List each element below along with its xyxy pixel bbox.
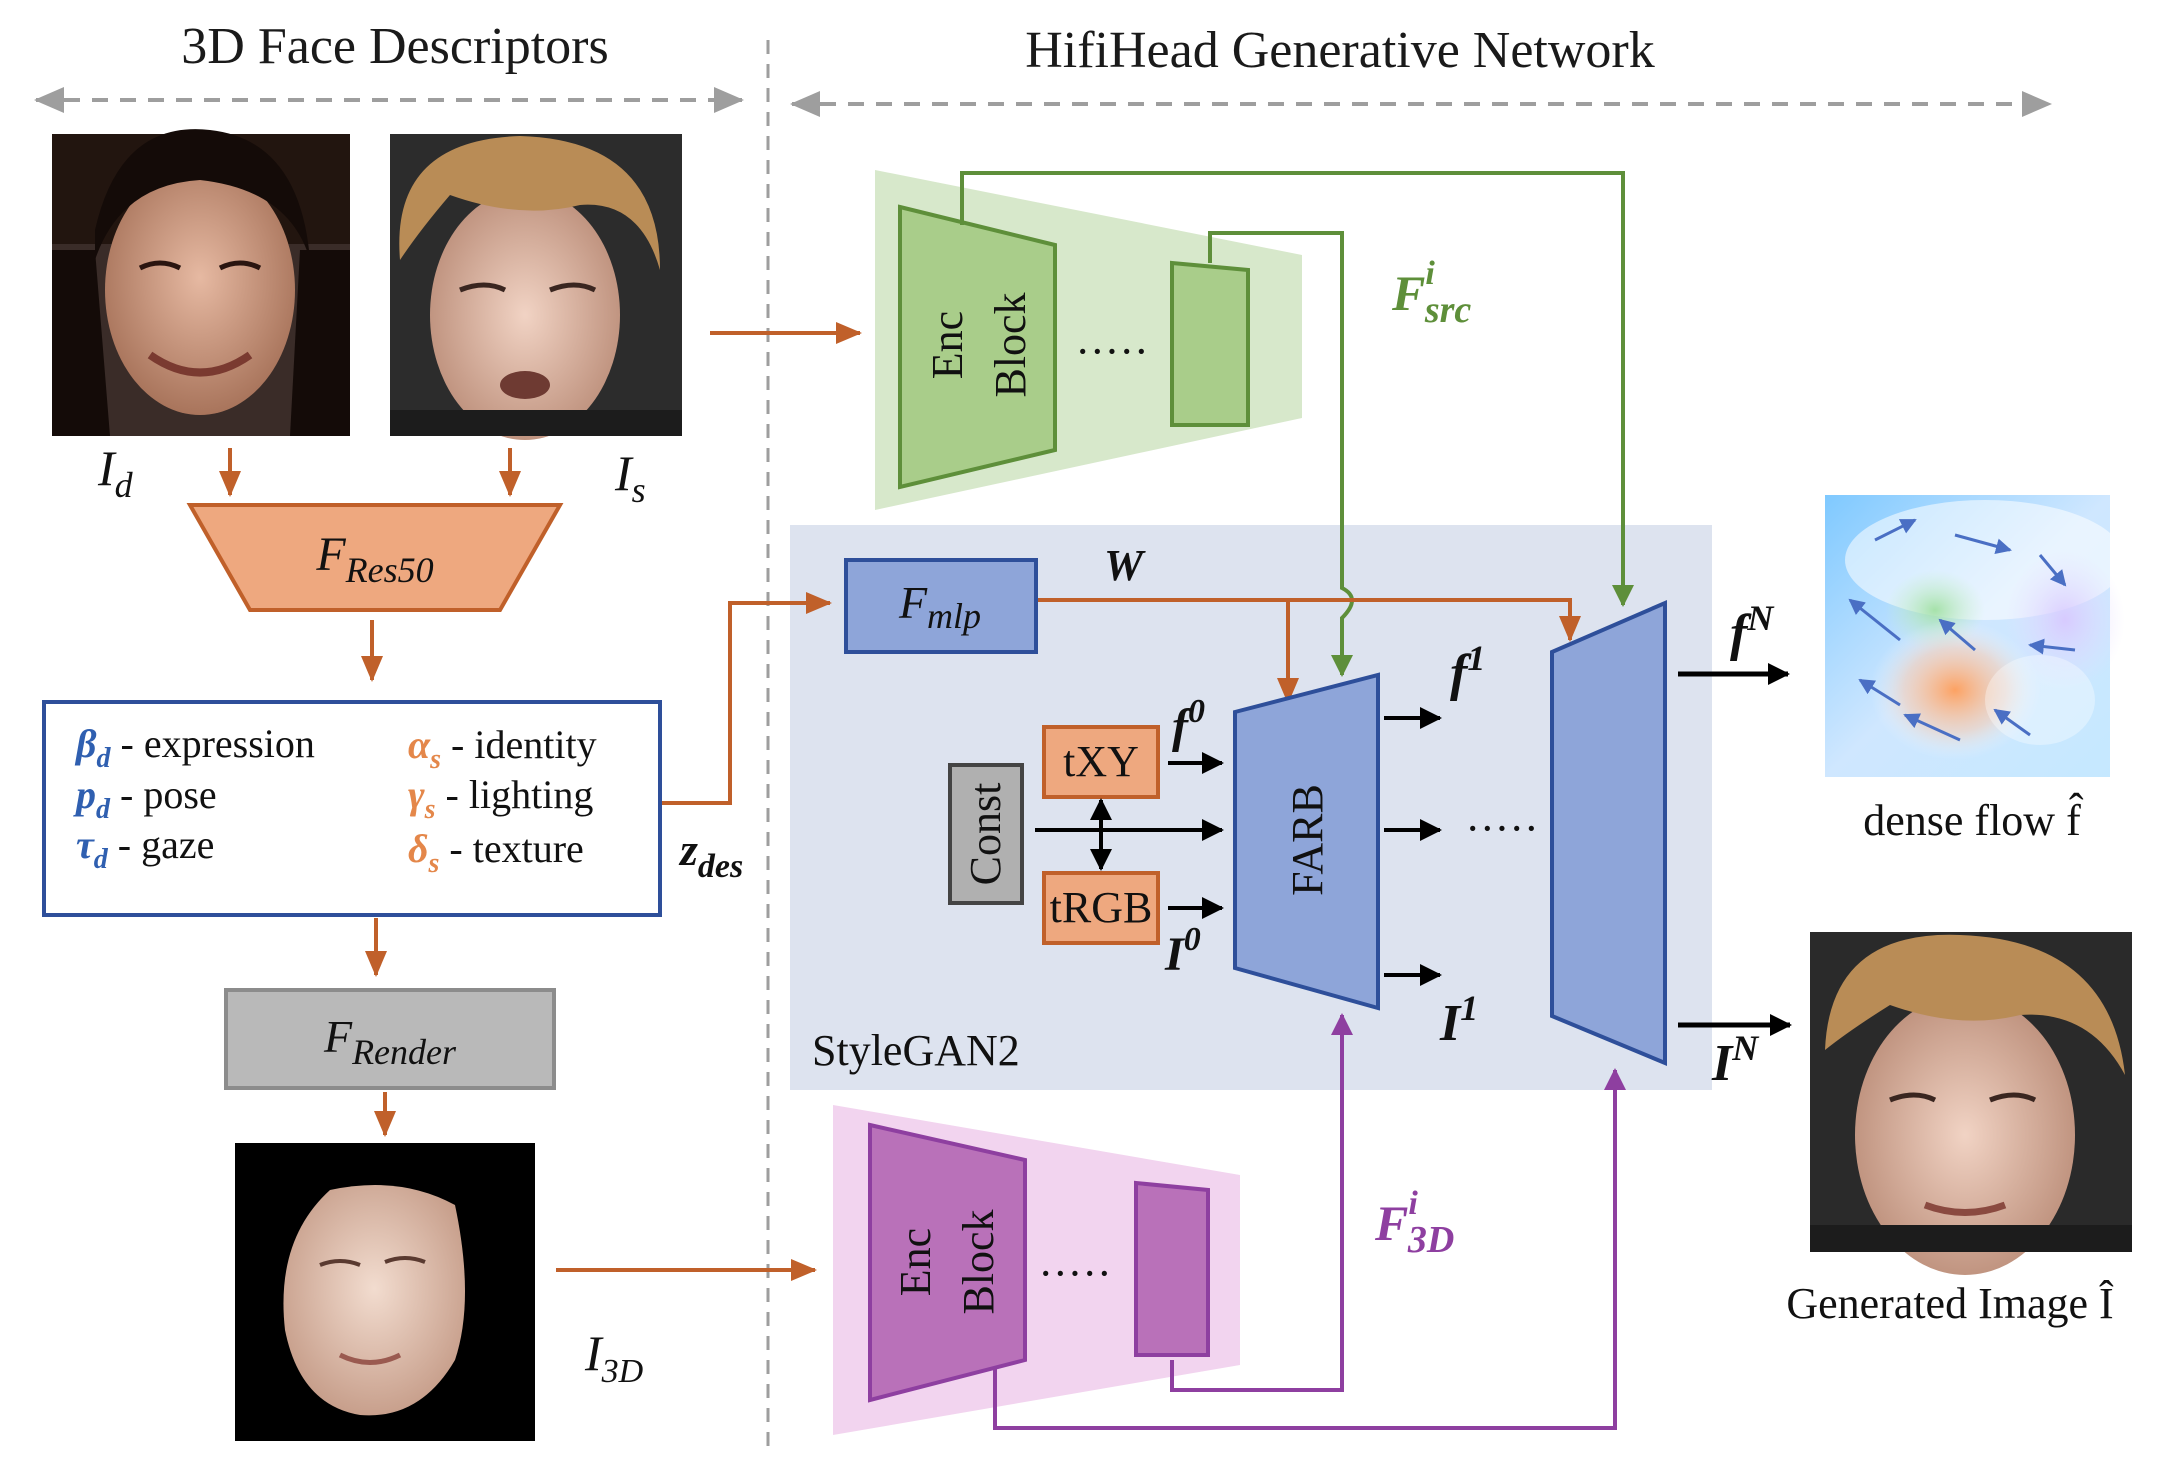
svg-text:Block: Block: [954, 1209, 1003, 1314]
enc-block-top: Enc Block: [898, 204, 1057, 490]
green-skip-1: [960, 171, 1634, 607]
source-image-label: Is: [614, 445, 646, 510]
svg-text:αs - identity: αs - identity: [408, 722, 597, 775]
svg-text:Is: Is: [614, 445, 646, 510]
svg-text:f0: f0: [1172, 693, 1205, 753]
stylegan-final-block: [1550, 599, 1667, 1066]
svg-text:f1: f1: [1450, 638, 1485, 702]
svg-text:τd - gaze: τd - gaze: [76, 822, 214, 875]
svg-text:tXY: tXY: [1063, 737, 1139, 786]
generated-image: [1810, 932, 2132, 1275]
svg-text:Fmlp: Fmlp: [898, 577, 981, 636]
farb-block: FARB: [1233, 672, 1380, 1011]
descriptor-right-0: αs - identity: [408, 722, 597, 775]
svg-text:γs - lighting: γs - lighting: [408, 772, 593, 825]
svg-text:I0: I0: [1164, 921, 1201, 981]
enc-block-bottom: Enc Block: [868, 1122, 1027, 1403]
svg-text:FRender: FRender: [323, 1011, 457, 1072]
right-section-title: HifiHead Generative Network: [1025, 22, 1655, 79]
svg-text:δs - texture: δs - texture: [408, 826, 584, 879]
enc-top-small-block: [1170, 260, 1250, 427]
svg-text:I3D: I3D: [584, 1325, 644, 1390]
f1-label: f1: [1450, 638, 1485, 702]
svg-text:FARB: FARB: [1283, 784, 1332, 896]
svg-text:zdes: zdes: [678, 824, 743, 885]
i1-label: I1: [1439, 988, 1478, 1052]
i3d-label: I3D: [584, 1325, 644, 1390]
source-image: [390, 134, 682, 440]
res50-encoder: FRes50: [186, 503, 564, 612]
enc-top-dots: ·····: [1075, 327, 1148, 376]
left-section-title: 3D Face Descriptors: [181, 18, 608, 75]
svg-text:FRes50: FRes50: [315, 528, 433, 590]
driving-image: [52, 129, 350, 436]
fN-label: fN: [1730, 598, 1775, 662]
dense-flow-image: [1825, 495, 2125, 777]
descriptor-left-2: τd - gaze: [76, 822, 214, 875]
svg-text:pd - pose: pd - pose: [73, 772, 217, 825]
svg-text:fN: fN: [1730, 598, 1775, 662]
enc-bottom-dots: ·····: [1038, 1249, 1111, 1298]
dense-flow-label: dense flow f̂: [1863, 793, 2083, 845]
rendered-3d-face: [235, 1143, 535, 1441]
f0-label: f0: [1172, 693, 1205, 753]
svg-text:Id: Id: [97, 440, 134, 505]
svg-text:Block: Block: [986, 292, 1035, 397]
iN-label: IN: [1711, 1028, 1760, 1092]
purple-skip-2: [993, 1068, 1626, 1430]
svg-text:Enc: Enc: [923, 311, 972, 379]
arrow-zdes-to-mlp: [662, 592, 832, 805]
driving-image-label: Id: [97, 440, 134, 505]
svg-text:βd - expression: βd - expression: [74, 721, 315, 774]
render-module: FRender: [224, 988, 556, 1090]
stylegan-dots: ·····: [1465, 804, 1538, 853]
i0-label: I0: [1164, 921, 1201, 981]
svg-text:tRGB: tRGB: [1050, 883, 1153, 932]
svg-text:Enc: Enc: [891, 1228, 940, 1296]
descriptor-left-1: pd - pose: [73, 772, 217, 825]
svg-text:Const: Const: [961, 783, 1010, 886]
txy-block: tXY: [1042, 725, 1160, 799]
arrow-w-to-stylegan: [1038, 598, 1581, 642]
trgb-block: tRGB: [1042, 871, 1160, 945]
purple-skip-1: [1170, 1013, 1353, 1392]
svg-text:IN: IN: [1711, 1028, 1760, 1092]
stylegan-label: StyleGAN2: [812, 1026, 1020, 1075]
green-skip-2: [1208, 231, 1354, 677]
const-block: Const: [948, 763, 1024, 905]
w-label: W: [1104, 541, 1146, 590]
descriptor-right-2: δs - texture: [408, 826, 584, 879]
enc-bottom-small-block: [1134, 1180, 1210, 1357]
mlp-module: Fmlp: [844, 558, 1038, 654]
descriptor-left-0: βd - expression: [74, 721, 315, 774]
zdes-label: zdes: [678, 824, 743, 885]
svg-text:I1: I1: [1439, 988, 1478, 1052]
descriptor-right-1: γs - lighting: [408, 772, 593, 825]
descriptor-box: [42, 700, 662, 917]
generated-image-label: Generated Image Î: [1786, 1279, 2114, 1328]
